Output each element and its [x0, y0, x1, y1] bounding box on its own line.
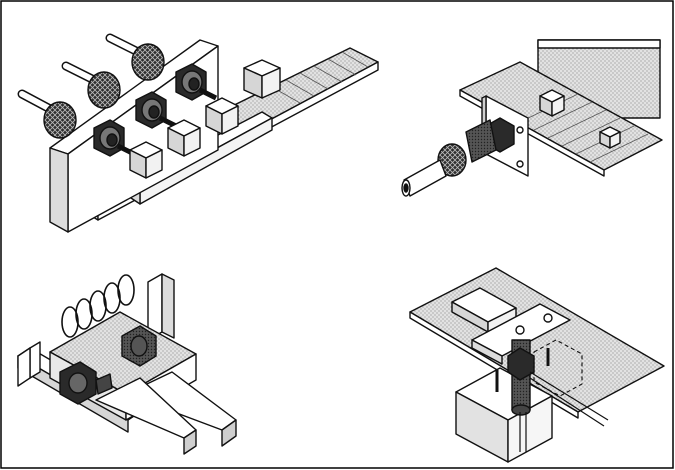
sensor-body-2 — [401, 117, 515, 197]
panel-4-illustration — [409, 267, 665, 463]
panel-2-illustration — [401, 39, 663, 197]
gripper-post-3 — [147, 273, 175, 341]
sensor-heads-front — [93, 63, 218, 157]
sensor-body-4 — [495, 339, 550, 416]
panel-3-illustration — [17, 273, 237, 455]
hidden-part-outline-4 — [533, 339, 583, 397]
mount-bracket-4 — [471, 303, 571, 365]
gripper-spring-3 — [61, 274, 135, 338]
gripper-jaws-3 — [95, 371, 237, 455]
conveyor-parts-1 — [129, 59, 281, 179]
gripper-sensor-left-3 — [59, 361, 113, 405]
conveyor-parts-2 — [539, 89, 621, 149]
sensor-cable-4 — [519, 371, 609, 452]
panel-1-illustration — [17, 33, 379, 233]
sensor-rods-rear — [17, 33, 165, 139]
gripper-sensor-right-3 — [121, 325, 157, 367]
